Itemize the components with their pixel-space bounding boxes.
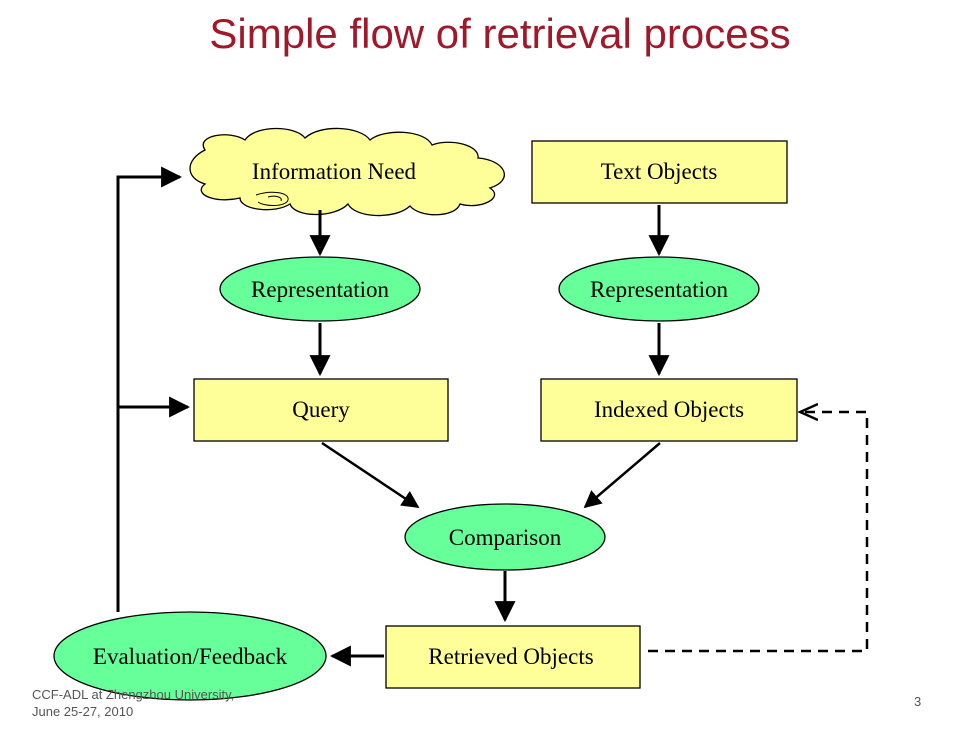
footer-venue: CCF-ADL at Zhengzhou University, xyxy=(32,687,235,702)
information-need-label: Information Need xyxy=(252,159,417,184)
page-number: 3 xyxy=(914,694,922,709)
representation-right-label: Representation xyxy=(590,277,728,302)
text-objects-box: Text Objects xyxy=(531,140,788,204)
retrieved-objects-label: Retrieved Objects xyxy=(428,644,593,669)
page-title: Simple flow of retrieval process xyxy=(209,10,791,57)
representation-right-ellipse: Representation xyxy=(558,256,760,322)
representation-left-label: Representation xyxy=(251,277,389,302)
query-label: Query xyxy=(292,397,350,422)
retrieved-objects-box: Retrieved Objects xyxy=(385,625,641,689)
text-objects-label: Text Objects xyxy=(601,159,718,184)
comparison-label: Comparison xyxy=(449,525,562,550)
arrow-query-to-comparison xyxy=(321,441,420,509)
feedback-loop-line xyxy=(116,166,183,612)
comparison-ellipse: Comparison xyxy=(404,503,606,571)
evaluation-feedback-ellipse: Evaluation/Feedback xyxy=(53,611,327,701)
slide-footer: CCF-ADL at Zhengzhou University, June 25… xyxy=(32,686,234,720)
query-box: Query xyxy=(193,378,449,442)
dashed-relevance-feedback-line xyxy=(648,412,869,653)
representation-left-ellipse: Representation xyxy=(219,256,421,322)
evaluation-feedback-label: Evaluation/Feedback xyxy=(93,644,288,669)
arrow-indexed-to-comparison xyxy=(583,442,661,509)
information-need-cloud: Information Need xyxy=(189,127,505,217)
indexed-objects-label: Indexed Objects xyxy=(594,397,744,422)
footer-date: June 25-27, 2010 xyxy=(32,704,134,719)
indexed-objects-box: Indexed Objects xyxy=(540,378,798,442)
